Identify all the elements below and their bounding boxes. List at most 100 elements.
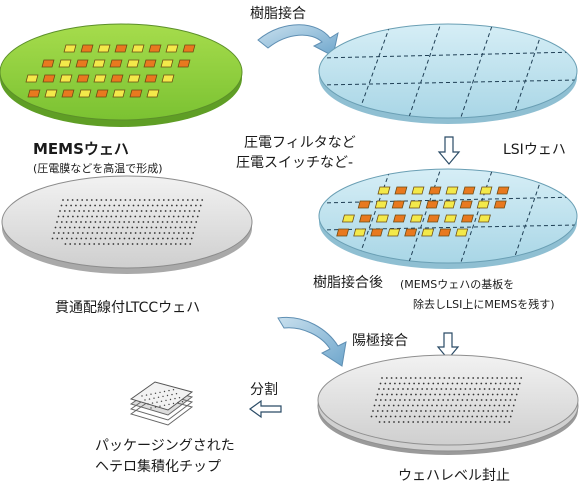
down-arrow-icon	[437, 136, 461, 165]
chip-via-dot	[172, 402, 175, 405]
chip-via-dot	[162, 395, 164, 398]
chip-via-array	[141, 389, 184, 409]
via-dot	[136, 243, 139, 245]
via-dot	[101, 232, 103, 234]
via-dot	[192, 215, 194, 218]
via-dot	[144, 215, 146, 218]
sealed-via-dot	[485, 399, 488, 401]
via-dot	[102, 210, 105, 212]
via-dot	[201, 199, 204, 201]
sealed-via-dot	[457, 377, 460, 379]
sealed-via-dot	[509, 415, 512, 418]
sealed-via-dot	[402, 421, 405, 423]
via-dot	[134, 215, 137, 218]
mems-examples-line1: 圧電フィルタなど	[244, 135, 356, 151]
sealed-via-dot	[479, 404, 481, 407]
sealed-via-dot	[471, 415, 474, 418]
via-dot	[74, 243, 76, 245]
chip-via-dot	[172, 389, 175, 391]
sealed-via-dot	[439, 393, 441, 396]
via-dot	[105, 215, 108, 218]
via-dot	[61, 237, 63, 240]
bonded-chip	[376, 214, 389, 223]
sealed-via-dot	[389, 415, 392, 418]
after-resin-note-line1: (MEMSウェハの基板を	[400, 278, 515, 291]
bonded-chip	[455, 228, 469, 237]
sealed-via-dot	[506, 393, 508, 396]
sealed-via-dot	[435, 388, 438, 390]
via-dot	[171, 204, 173, 207]
sealed-via-dot	[448, 410, 451, 412]
bonded-chip	[377, 186, 391, 195]
chip-via-dot	[159, 391, 161, 394]
mems-chip	[42, 74, 56, 83]
via-dot	[67, 232, 70, 234]
via-dot	[139, 232, 142, 234]
sealed-via-dot	[422, 382, 425, 385]
sealed-via-dot	[393, 421, 395, 423]
via-dot	[123, 204, 125, 207]
sealed-via-dot	[505, 377, 508, 379]
sealed-via-dot	[412, 421, 415, 423]
via-dot	[195, 204, 197, 207]
mems-wafer-note: (圧電膜などを高温で形成)	[33, 162, 163, 175]
mems-wafer-title: MEMSウェハ	[33, 140, 129, 158]
via-dot	[65, 221, 68, 223]
sealed-via-dot	[388, 421, 391, 423]
sealed-via-dot	[381, 377, 383, 379]
via-dot	[65, 204, 68, 207]
sealed-via-dot	[456, 399, 459, 401]
via-dot	[186, 199, 189, 201]
mems-chip	[92, 59, 106, 68]
via-dot	[68, 210, 71, 212]
sealed-via-dot	[376, 393, 379, 396]
sealed-via-dot	[448, 393, 451, 396]
chip-via-dot	[156, 401, 158, 403]
sealed-via-dot	[454, 388, 457, 390]
sealed-via-dot	[485, 415, 488, 418]
bonded-chip	[408, 200, 422, 209]
sealed-via-dot	[424, 393, 427, 396]
sealed-via-dot	[412, 404, 414, 407]
via-dot	[171, 221, 174, 223]
via-dot	[90, 199, 93, 201]
sealed-via-dot	[472, 377, 475, 379]
via-dot	[66, 199, 69, 201]
via-dot	[110, 215, 113, 218]
sealed-via-dot	[389, 399, 392, 401]
sealed-via-dot	[490, 382, 492, 385]
via-dot	[177, 215, 180, 218]
sealed-via-dot	[439, 410, 442, 412]
via-dot	[147, 221, 150, 223]
sealed-via-dot	[470, 382, 473, 385]
via-dot	[180, 221, 183, 223]
via-dot	[84, 204, 87, 207]
sealed-via-dot	[429, 393, 432, 396]
via-dot	[94, 204, 96, 207]
sealed-via-dot	[502, 388, 505, 390]
via-dot	[87, 210, 90, 212]
via-dot	[179, 210, 181, 212]
via-dot	[124, 199, 127, 201]
via-dot	[122, 243, 124, 245]
sealed-via-dot	[463, 410, 466, 412]
sealed-via-dot	[428, 415, 430, 418]
after-resin-bond-label: 樹脂接合後	[313, 275, 383, 291]
via-dot	[102, 226, 105, 229]
sealed-via-dot	[501, 410, 504, 412]
sealed-via-dot	[429, 410, 432, 412]
via-dot	[145, 226, 148, 229]
via-dot	[60, 204, 63, 207]
chip-via-dot	[154, 406, 157, 408]
via-dot	[152, 221, 154, 223]
via-dot	[57, 215, 60, 218]
bonded-chip	[411, 186, 425, 195]
via-dot	[113, 221, 116, 223]
sealed-via-dot	[508, 404, 510, 407]
sealed-via-dot	[472, 393, 475, 396]
via-dot	[76, 199, 79, 201]
chip-via-dot	[168, 403, 170, 406]
sealed-via-dot	[504, 399, 507, 401]
bonded-chip	[459, 200, 473, 209]
via-dot	[56, 221, 58, 223]
